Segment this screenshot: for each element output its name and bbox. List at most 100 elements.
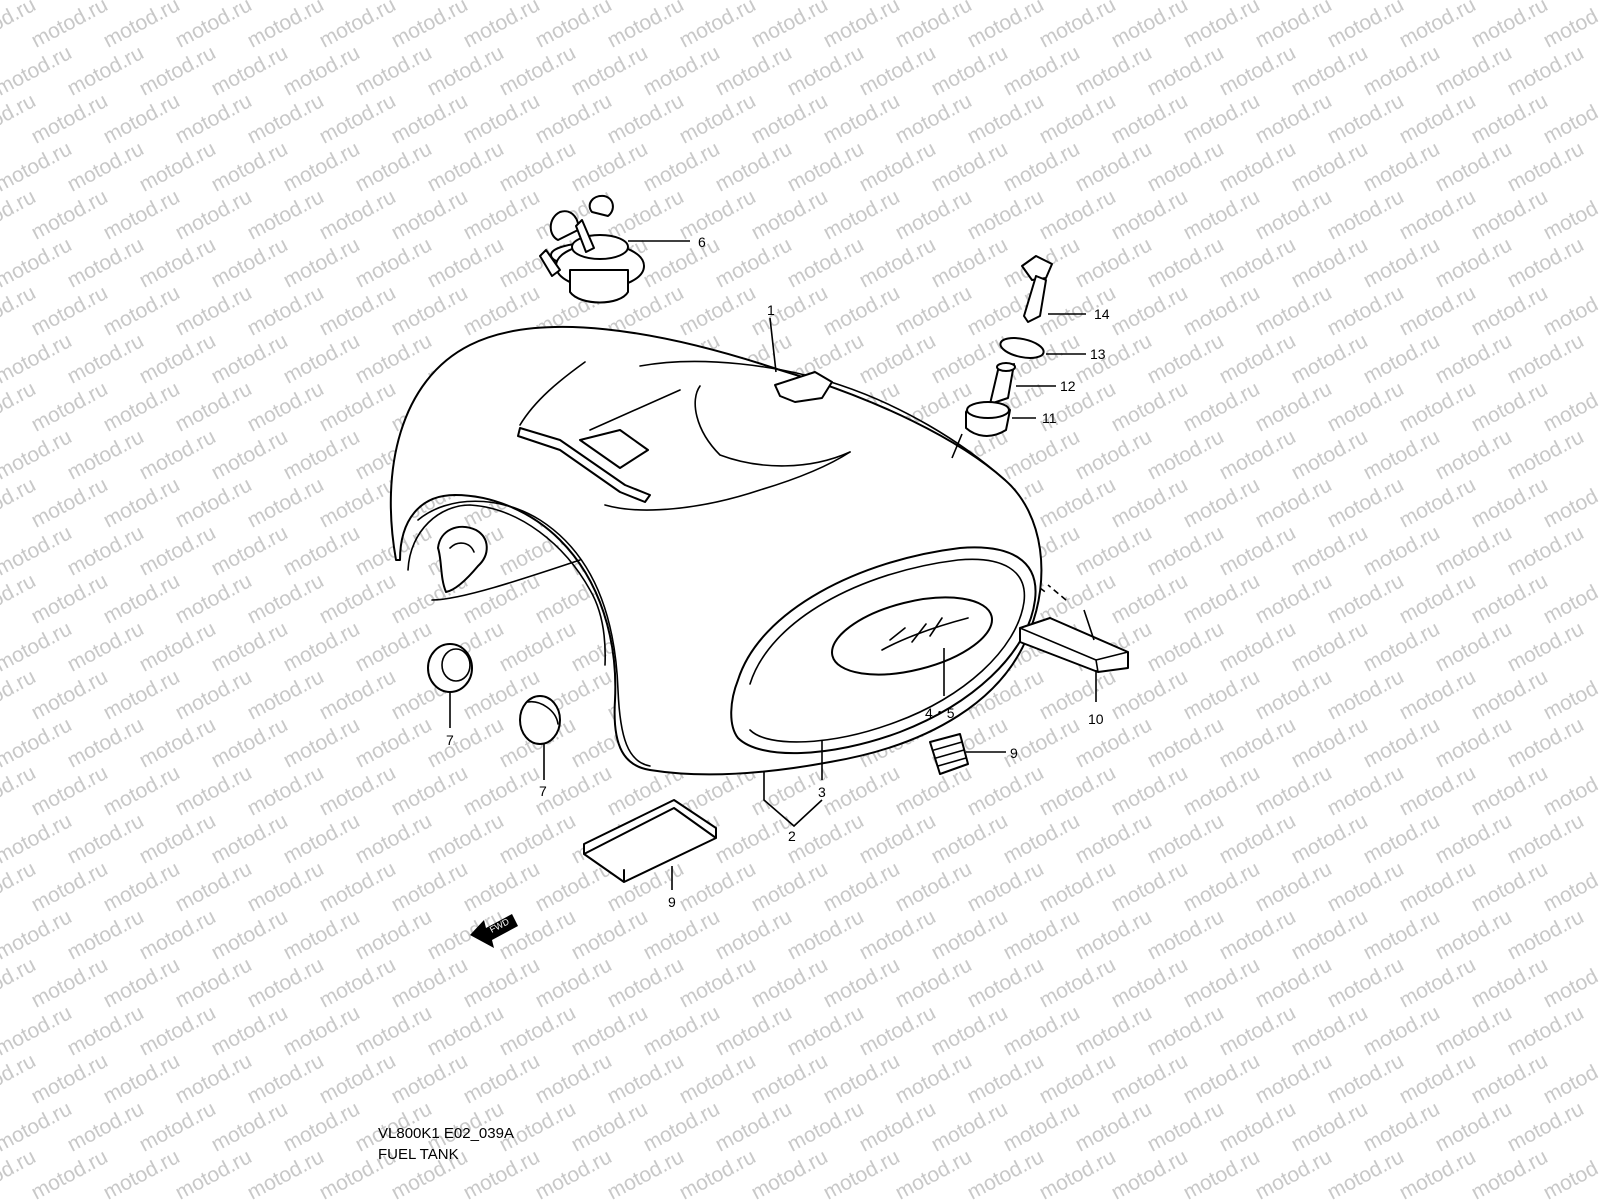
watermark-text: motod.ru [1252,1145,1336,1200]
watermark-text: motod.ru [1072,233,1156,292]
watermark-text: motod.ru [1504,233,1588,292]
watermark-text: motod.ru [1216,1001,1300,1060]
watermark-text: motod.ru [892,0,976,52]
watermark-text: motod.ru [1180,89,1264,148]
watermark-text: motod.ru [388,281,472,340]
watermark-text: motod.ru [388,761,472,820]
watermark-text: motod.ru [1396,665,1480,724]
watermark-text: motod.ru [280,617,364,676]
watermark-text: motod.ru [1360,617,1444,676]
watermark-text: motod.ru [1504,905,1588,964]
watermark-text: motod.ru [1144,233,1228,292]
watermark-text: motod.ru [172,0,256,52]
watermark-text: motod.ru [964,0,1048,52]
callout-4-5: 4・5 [925,705,955,721]
watermark-text: motod.ru [604,185,688,244]
watermark-text: motod.ru [964,953,1048,1012]
watermark-text: motod.ru [100,281,184,340]
watermark-text: motod.ru [1216,617,1300,676]
watermark-text: motod.ru [1000,41,1084,100]
callout-13: 13 [1090,346,1106,362]
watermark-text: motod.ru [136,713,220,772]
watermark-text: motod.ru [676,89,760,148]
watermark-text: motod.ru [1216,425,1300,484]
watermark-text: motod.ru [1324,761,1408,820]
watermark-text: motod.ru [316,473,400,532]
watermark-text: motod.ru [1108,953,1192,1012]
callout-1: 1 [767,302,775,318]
watermark-text: motod.ru [172,569,256,628]
watermark-text: motod.ru [28,185,112,244]
watermark-text: motod.ru [892,89,976,148]
watermark-text: motod.ru [1504,425,1588,484]
watermark-text: motod.ru [1468,569,1552,628]
watermark-text: motod.ru [136,233,220,292]
watermark-text: motod.ru [316,0,400,52]
watermark-text: motod.ru [1432,905,1516,964]
watermark-text: motod.ru [100,185,184,244]
watermark-text: motod.ru [820,953,904,1012]
watermark-text: motod.ru [1144,1001,1228,1060]
watermark-text: motod.ru [748,857,832,916]
watermark-text: motod.ru [208,1001,292,1060]
watermark-text: motod.ru [424,233,508,292]
watermark-text: motod.ru [1468,1145,1552,1200]
watermark-text: motod.ru [532,1145,616,1200]
watermark-text: motod.ru [1504,713,1588,772]
watermark-text: motod.ru [28,665,112,724]
watermark-text: motod.ru [244,1049,328,1108]
watermark-text: motod.ru [316,281,400,340]
watermark-text: motod.ru [388,89,472,148]
watermark-text: motod.ru [28,0,112,52]
watermark-text: motod.ru [100,569,184,628]
watermark-text: motod.ru [28,473,112,532]
watermark-text: motod.ru [100,89,184,148]
watermark-text: motod.ru [1144,617,1228,676]
watermark-text: motod.ru [532,953,616,1012]
watermark-text: motod.ru [280,329,364,388]
watermark-text: motod.ru [1144,1097,1228,1156]
watermark-text: motod.ru [1396,89,1480,148]
callout-numbers: 6 1 14 13 12 11 4・5 10 9 7 7 3 2 9 [446,234,1110,910]
watermark-text: motod.ru [1288,809,1372,868]
watermark-text: motod.ru [1540,185,1600,244]
watermark-text: motod.ru [1396,1049,1480,1108]
watermark-text: motod.ru [1180,1049,1264,1108]
watermark-text: motod.ru [280,1001,364,1060]
watermark-text: motod.ru [100,953,184,1012]
watermark-text: motod.ru [712,905,796,964]
watermark-text: motod.ru [1036,665,1120,724]
watermark-text: motod.ru [1504,137,1588,196]
watermark-text: motod.ru [136,41,220,100]
watermark-text: motod.ru [136,1001,220,1060]
watermark-text: motod.ru [892,761,976,820]
watermark-text: motod.ru [1000,425,1084,484]
watermark-text: motod.ru [1468,665,1552,724]
watermark-text: motod.ru [1288,905,1372,964]
watermark-text: motod.ru [1252,761,1336,820]
watermark-text: motod.ru [1360,425,1444,484]
watermark-text: motod.ru [64,713,148,772]
watermark-text: motod.ru [1180,1145,1264,1200]
watermark-text: motod.ru [676,1049,760,1108]
watermark-text: motod.ru [100,761,184,820]
watermark-text: motod.ru [1396,0,1480,52]
watermark-text: motod.ru [532,0,616,52]
watermark-text: motod.ru [1504,1097,1588,1156]
watermark-text: motod.ru [604,1145,688,1200]
watermark-text: motod.ru [496,1001,580,1060]
watermark-text: motod.ru [1432,41,1516,100]
watermark-text: motod.ru [64,617,148,676]
watermark-text: motod.ru [136,617,220,676]
watermark-text: motod.ru [676,857,760,916]
watermark-text: motod.ru [784,905,868,964]
watermark-text: motod.ru [712,1001,796,1060]
watermark-text: motod.ru [136,425,220,484]
watermark-text: motod.ru [208,809,292,868]
watermark-text: motod.ru [820,89,904,148]
watermark-text: motod.ru [1144,425,1228,484]
watermark-text: motod.ru [316,377,400,436]
watermark-text: motod.ru [1540,377,1600,436]
collar [989,362,1016,405]
